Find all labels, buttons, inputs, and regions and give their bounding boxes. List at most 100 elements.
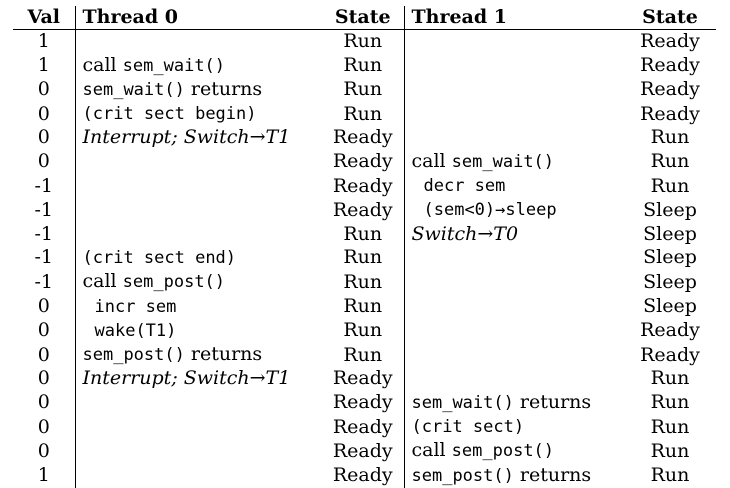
thread0-action: (crit sect end) <box>74 245 322 271</box>
thread0-action-segment: sem_post() <box>82 345 185 366</box>
thread1-action: call sem_wait() <box>403 149 624 175</box>
thread1-action <box>403 53 624 78</box>
thread0-action-segment: wake(T1) <box>94 320 177 341</box>
thread0-state: Run <box>343 246 383 269</box>
thread1-action <box>403 102 624 127</box>
thread0-state: Ready <box>332 367 393 390</box>
val-cell: 1 <box>37 464 50 487</box>
thread0-state: Ready <box>332 464 393 487</box>
thread0-action <box>74 390 322 416</box>
thread0-action-segment: incr sem <box>94 296 177 317</box>
thread0-state: Ready <box>332 174 393 197</box>
thread1-state: Run <box>650 391 690 414</box>
thread0-action <box>74 439 322 464</box>
thread0-state: Run <box>343 319 383 342</box>
thread1-action <box>403 318 624 344</box>
thread1-action <box>403 245 624 271</box>
thread1-action-segment: call <box>411 149 452 172</box>
thread1-state: Run <box>650 415 690 438</box>
thread1-action-segment: (crit sect) <box>411 417 525 438</box>
thread1-action: (sem<0)→sleep <box>403 198 624 223</box>
thread0-state: Ready <box>332 198 393 221</box>
val-cell: 0 <box>37 150 50 173</box>
thread0-action-segment: (crit sect begin) <box>82 104 257 125</box>
thread0-action-segment: returns <box>184 343 263 366</box>
thread1-state: Sleep <box>643 270 697 293</box>
val-cell: 0 <box>37 343 50 366</box>
val-cell: -1 <box>34 222 53 245</box>
val-cell: -1 <box>34 246 53 269</box>
thread1-action: Switch→T0 <box>403 222 624 246</box>
thread0-action <box>74 149 322 175</box>
thread0-state: Ready <box>332 391 393 414</box>
thread1-state: Ready <box>640 319 700 342</box>
thread1-state: Ready <box>640 343 700 366</box>
thread0-action-segment: Interrupt; Switch→T1 <box>82 126 291 149</box>
header-state0: State <box>322 6 404 31</box>
thread0-action <box>74 198 322 223</box>
thread0-state: Run <box>343 78 383 101</box>
thread1-state: Run <box>650 126 690 149</box>
val-cell: 0 <box>37 391 50 414</box>
thread1-state: Ready <box>640 30 700 53</box>
thread1-state: Run <box>650 439 690 462</box>
val-cell: 0 <box>37 78 50 101</box>
thread0-action-segment: sem_wait() <box>122 55 226 76</box>
thread0-action-segment: call <box>82 270 123 293</box>
header-val: Val <box>13 6 75 31</box>
thread1-action-segment: sem_post() <box>451 441 555 462</box>
thread0-action: call sem_post() <box>74 270 322 295</box>
thread0-state: Ready <box>332 150 393 173</box>
val-cell: 0 <box>37 439 50 462</box>
thread1-action <box>403 343 624 368</box>
thread0-action <box>74 29 322 54</box>
thread1-action-segment: Switch→T0 <box>411 222 519 245</box>
thread0-action: wake(T1) <box>74 318 322 344</box>
thread0-state: Ready <box>332 126 393 149</box>
thread0-action <box>74 463 322 488</box>
thread0-action-segment: sem_post() <box>122 272 226 293</box>
thread0-action: Interrupt; Switch→T1 <box>74 367 322 391</box>
thread0-action-segment: sem_wait() <box>82 79 185 100</box>
thread0-action <box>74 222 322 246</box>
thread0-state: Ready <box>332 415 393 438</box>
thread1-state: Run <box>650 174 690 197</box>
thread0-state: Run <box>343 295 383 318</box>
thread0-action: incr sem <box>74 294 322 319</box>
val-cell: 1 <box>37 54 50 77</box>
thread0-action: sem_post() returns <box>74 343 322 368</box>
thread1-action-segment: (sem<0)→sleep <box>423 200 557 221</box>
thread0-action: call sem_wait() <box>74 53 322 78</box>
val-cell: -1 <box>34 270 53 293</box>
thread0-action-segment: (crit sect end) <box>82 247 237 268</box>
val-cell: 0 <box>37 102 50 125</box>
thread0-action <box>74 415 322 440</box>
thread0-action: sem_wait() returns <box>74 77 322 103</box>
thread1-state: Sleep <box>643 198 697 221</box>
val-cell: -1 <box>34 174 53 197</box>
thread0-action-segment: returns <box>184 77 263 100</box>
header-row: Val Thread 0 State Thread 1 State <box>13 6 716 31</box>
val-cell: 0 <box>37 415 50 438</box>
thread1-state: Sleep <box>643 295 697 318</box>
thread1-action <box>403 29 624 54</box>
thread0-state: Run <box>343 222 383 245</box>
thread1-state: Sleep <box>643 222 697 245</box>
thread1-action: (crit sect) <box>403 415 624 440</box>
thread0-action: (crit sect begin) <box>74 102 322 127</box>
thread1-action <box>403 126 624 150</box>
thread1-action-segment: sem_wait() <box>411 392 514 413</box>
